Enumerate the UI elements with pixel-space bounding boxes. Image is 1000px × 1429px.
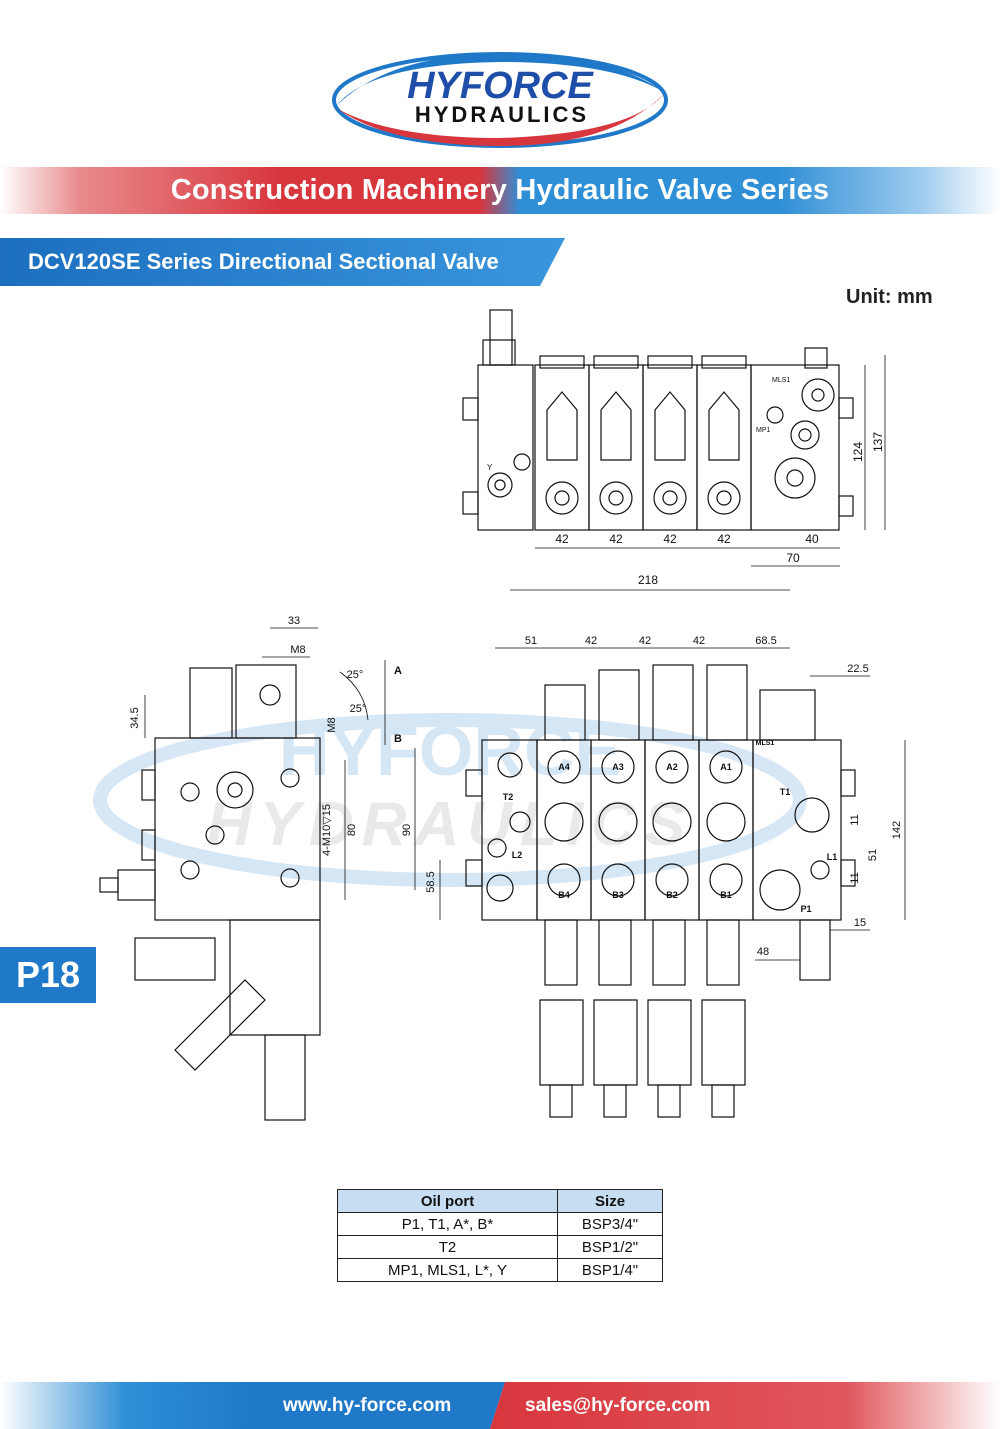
dim-top-218: 218 — [638, 573, 658, 587]
top-label-y: Y — [487, 463, 493, 472]
top-view: MLS1 MP1 Y 42 42 42 42 218 40 70 124 137 — [462, 309, 886, 591]
dim-front-51-right: 51 — [867, 849, 879, 861]
port-label-b3: B3 — [612, 890, 624, 900]
port-label-t2: T2 — [503, 792, 514, 802]
front-actuators — [539, 919, 831, 1118]
hyforce-logo: HYFORCE HYDRAULICS — [332, 52, 668, 148]
dim-front-142: 142 — [891, 821, 903, 839]
dim-side-m8-top: M8 — [290, 644, 305, 656]
side-label-a: A — [394, 665, 402, 677]
side-view-dimensions — [144, 627, 386, 900]
front-view-dimensions — [414, 647, 906, 961]
port-label-l2: L2 — [512, 850, 523, 860]
top-label-mls1: MLS1 — [772, 377, 790, 384]
dim-front-15: 15 — [854, 917, 866, 929]
dim-front-22-5: 22.5 — [847, 663, 868, 675]
dim-front-42-2: 42 — [639, 635, 651, 647]
table-header-oil-port: Oil port — [336, 1189, 559, 1213]
dim-front-42-1: 42 — [585, 635, 597, 647]
unit-label: Unit: mm — [846, 286, 933, 308]
port-label-a2: A2 — [666, 762, 678, 772]
page-number-badge: P18 — [0, 947, 96, 1003]
table-cell: BSP1/4" — [557, 1258, 663, 1282]
dim-front-68-5: 68.5 — [755, 635, 776, 647]
dim-top-42-4: 42 — [717, 532, 731, 546]
valve-technical-drawing: HYFORCE HYDRAULICS — [93, 309, 906, 1121]
table-cell: BSP3/4" — [557, 1212, 663, 1236]
port-label-l1: L1 — [827, 852, 838, 862]
port-label-a3: A3 — [612, 762, 624, 772]
top-label-mp1: MP1 — [756, 427, 771, 434]
table-cell: T2 — [336, 1235, 559, 1259]
top-view-dimensions — [510, 355, 886, 591]
dim-front-90: 90 — [401, 824, 413, 836]
dim-side-bolts: 4-M10▽15 — [321, 804, 333, 856]
top-view-sections — [534, 355, 752, 531]
dim-top-42-1: 42 — [555, 532, 569, 546]
port-label-a4: A4 — [558, 762, 570, 772]
port-label-p1: P1 — [800, 904, 811, 914]
table-cell: P1, T1, A*, B* — [336, 1212, 559, 1236]
table-row: T2 BSP1/2" — [336, 1235, 663, 1259]
dim-side-m8-side: M8 — [326, 717, 338, 732]
section-tab — [0, 238, 565, 286]
dim-top-42-2: 42 — [609, 532, 623, 546]
table-cell: BSP1/2" — [557, 1235, 663, 1259]
footer-banner — [0, 1382, 1000, 1429]
table-header-size: Size — [557, 1189, 663, 1213]
logo-text-hyforce: HYFORCE — [407, 65, 594, 107]
dim-top-42-3: 42 — [663, 532, 677, 546]
dim-front-42-3: 42 — [693, 635, 705, 647]
series-banner-text: Construction Machinery Hydraulic Valve S… — [170, 174, 830, 206]
dim-side-angle-1: 25° — [347, 669, 364, 681]
dim-side-34-5: 34.5 — [129, 707, 141, 728]
dim-front-58-5: 58.5 — [425, 871, 437, 892]
dim-top-124: 124 — [851, 442, 865, 462]
port-label-t1: T1 — [780, 787, 791, 797]
table-row: MP1, MLS1, L*, Y BSP1/4" — [336, 1258, 663, 1282]
side-view: 33 M8 25° 25° M8 34.5 4-M10▽15 80 A B — [99, 615, 402, 1121]
side-label-b: B — [394, 733, 402, 745]
table-header-row: Oil port Size — [336, 1189, 663, 1213]
dim-top-70: 70 — [786, 551, 800, 565]
port-label-b4: B4 — [558, 890, 570, 900]
footer-email-link[interactable]: sales@hy-force.com — [525, 1395, 711, 1416]
dim-side-angle-2: 25° — [350, 703, 367, 715]
watermark: HYFORCE HYDRAULICS — [93, 712, 807, 887]
oil-port-table: Oil port Size P1, T1, A*, B* BSP3/4" T2 … — [336, 1189, 663, 1282]
port-label-mls1: MLS1 — [756, 740, 775, 747]
dim-top-137: 137 — [871, 432, 885, 452]
section-title: DCV120SE Series Directional Sectional Va… — [28, 249, 499, 274]
logo-text-hydraulics: HYDRAULICS — [415, 102, 589, 127]
port-label-b2: B2 — [666, 890, 678, 900]
front-view: 51 42 42 42 68.5 22.5 90 58.5 142 11 51 … — [401, 635, 906, 1118]
table-cell: MP1, MLS1, L*, Y — [336, 1258, 559, 1282]
port-label-b1: B1 — [720, 890, 732, 900]
dim-front-51: 51 — [525, 635, 537, 647]
port-label-a1: A1 — [720, 762, 732, 772]
table-row: P1, T1, A*, B* BSP3/4" — [336, 1212, 663, 1236]
dim-top-40: 40 — [805, 532, 819, 546]
dim-front-11-2: 11 — [849, 872, 861, 883]
series-banner — [0, 167, 1000, 214]
watermark-line2: HYDRAULICS — [207, 790, 693, 859]
footer-website-link[interactable]: www.hy-force.com — [283, 1395, 452, 1416]
dim-front-11-1: 11 — [849, 814, 861, 825]
dim-side-33: 33 — [288, 615, 300, 627]
front-port-circles — [544, 750, 746, 897]
dim-side-80: 80 — [346, 824, 358, 836]
dim-front-48: 48 — [757, 946, 769, 958]
